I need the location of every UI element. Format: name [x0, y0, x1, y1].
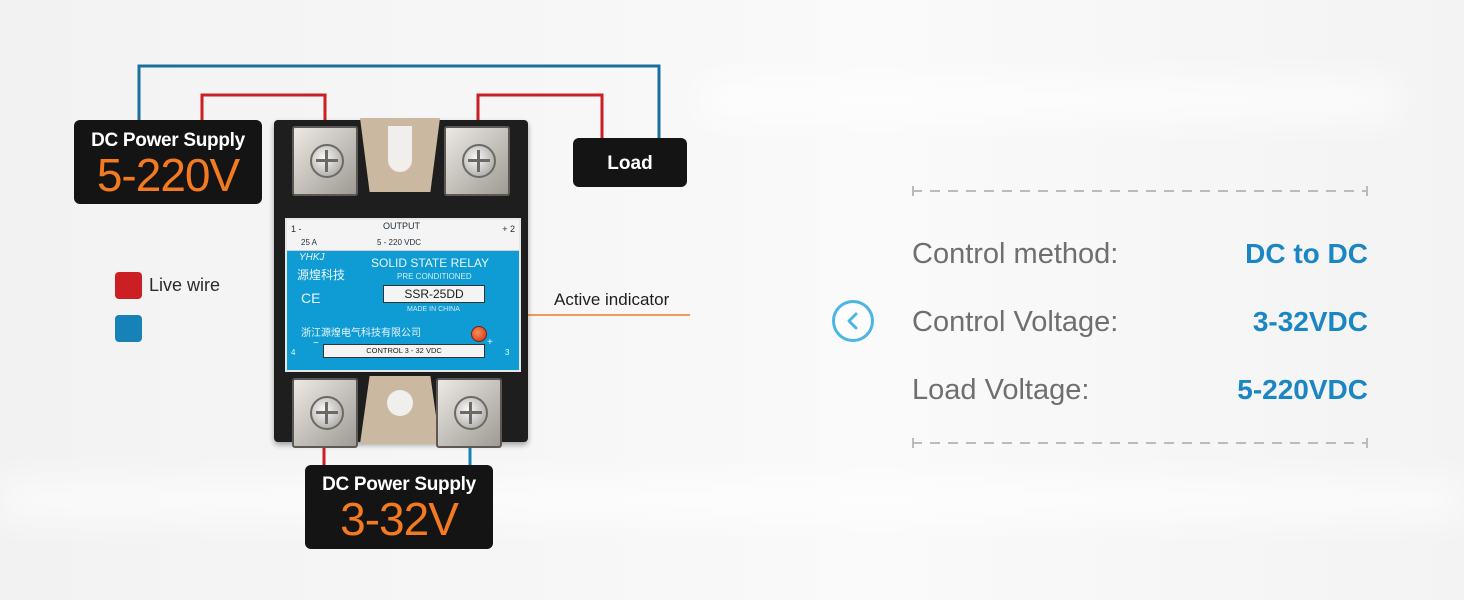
spec-row-load-voltage: Load Voltage: 5-220VDC — [912, 374, 1368, 410]
pin-plus: + — [487, 337, 493, 348]
spec-value: 5-220VDC — [1237, 374, 1368, 405]
legend-neutral-wire — [115, 315, 149, 342]
ce-mark: CE — [301, 290, 321, 306]
input-supply-title: DC Power Supply — [91, 130, 245, 151]
control-supply-title: DC Power Supply — [322, 474, 476, 495]
spec-value: DC to DC — [1245, 238, 1368, 269]
legend-swatch-red — [115, 272, 142, 299]
legend-swatch-blue — [115, 315, 142, 342]
terminal-3 — [292, 378, 358, 448]
brand-logo: YHKJ — [299, 252, 325, 263]
output-bar — [287, 220, 519, 251]
spec-row-control-method: Control method: DC to DC — [912, 238, 1368, 274]
input-supply-voltage: 5-220V — [96, 149, 240, 201]
spec-row-control-voltage: Control Voltage: 3-32VDC — [912, 306, 1368, 342]
relay-name: SOLID STATE RELAY — [371, 256, 490, 270]
output-minus: 1 - — [291, 224, 302, 234]
pin-minus: − — [313, 338, 319, 349]
control-supply-voltage: 3-32V — [340, 493, 459, 545]
origin-text: MADE IN CHINA — [407, 306, 460, 313]
brand-cn: 源煌科技 — [297, 268, 346, 282]
previous-button[interactable] — [832, 300, 874, 342]
legend-live-wire: Live wire — [115, 272, 220, 299]
relay-subtitle: PRE CONDITIONED — [397, 272, 472, 281]
pin-3: 3 — [505, 348, 510, 357]
control-rating: CONTROL 3 - 32 VDC — [323, 344, 485, 358]
current-rating: 25 A — [301, 238, 318, 247]
spec-value: 3-32VDC — [1252, 306, 1368, 337]
model-number: SSR-25DD — [383, 285, 485, 303]
active-indicator-label: Active indicator — [554, 290, 670, 309]
spec-divider-bottom — [912, 438, 1368, 448]
company-cn: 浙江源煌电气科技有限公司 — [301, 328, 421, 339]
output-plus: + 2 — [502, 224, 515, 234]
active-indicator-led — [471, 326, 487, 342]
terminal-2 — [444, 126, 510, 196]
neutral-wire-top — [137, 64, 661, 138]
load-box: Load — [573, 138, 687, 187]
terminal-4 — [436, 378, 502, 448]
output-label: OUTPUT — [383, 221, 420, 231]
legend-live-wire-label: Live wire — [149, 275, 221, 295]
solid-state-relay: 1 - OUTPUT + 2 25 A 5 - 220 VDC YHKJ 源煌科… — [274, 118, 528, 448]
control-power-supply-box: DC Power Supply 3-32V — [305, 465, 493, 549]
terminal-1 — [292, 126, 358, 196]
spec-label: Control method: — [912, 238, 1119, 270]
spec-divider-top — [912, 186, 1368, 196]
relay-label-panel: 1 - OUTPUT + 2 25 A 5 - 220 VDC YHKJ 源煌科… — [285, 218, 521, 372]
pin-4: 4 — [291, 348, 296, 357]
mounting-notch-bottom — [360, 376, 440, 444]
spec-label: Control Voltage: — [912, 306, 1119, 338]
output-range: 5 - 220 VDC — [377, 238, 422, 247]
spec-label: Load Voltage: — [912, 374, 1090, 406]
input-power-supply-box: DC Power Supply 5-220V — [74, 120, 262, 204]
chevron-left-icon — [847, 312, 858, 330]
mounting-notch-top — [360, 118, 440, 192]
